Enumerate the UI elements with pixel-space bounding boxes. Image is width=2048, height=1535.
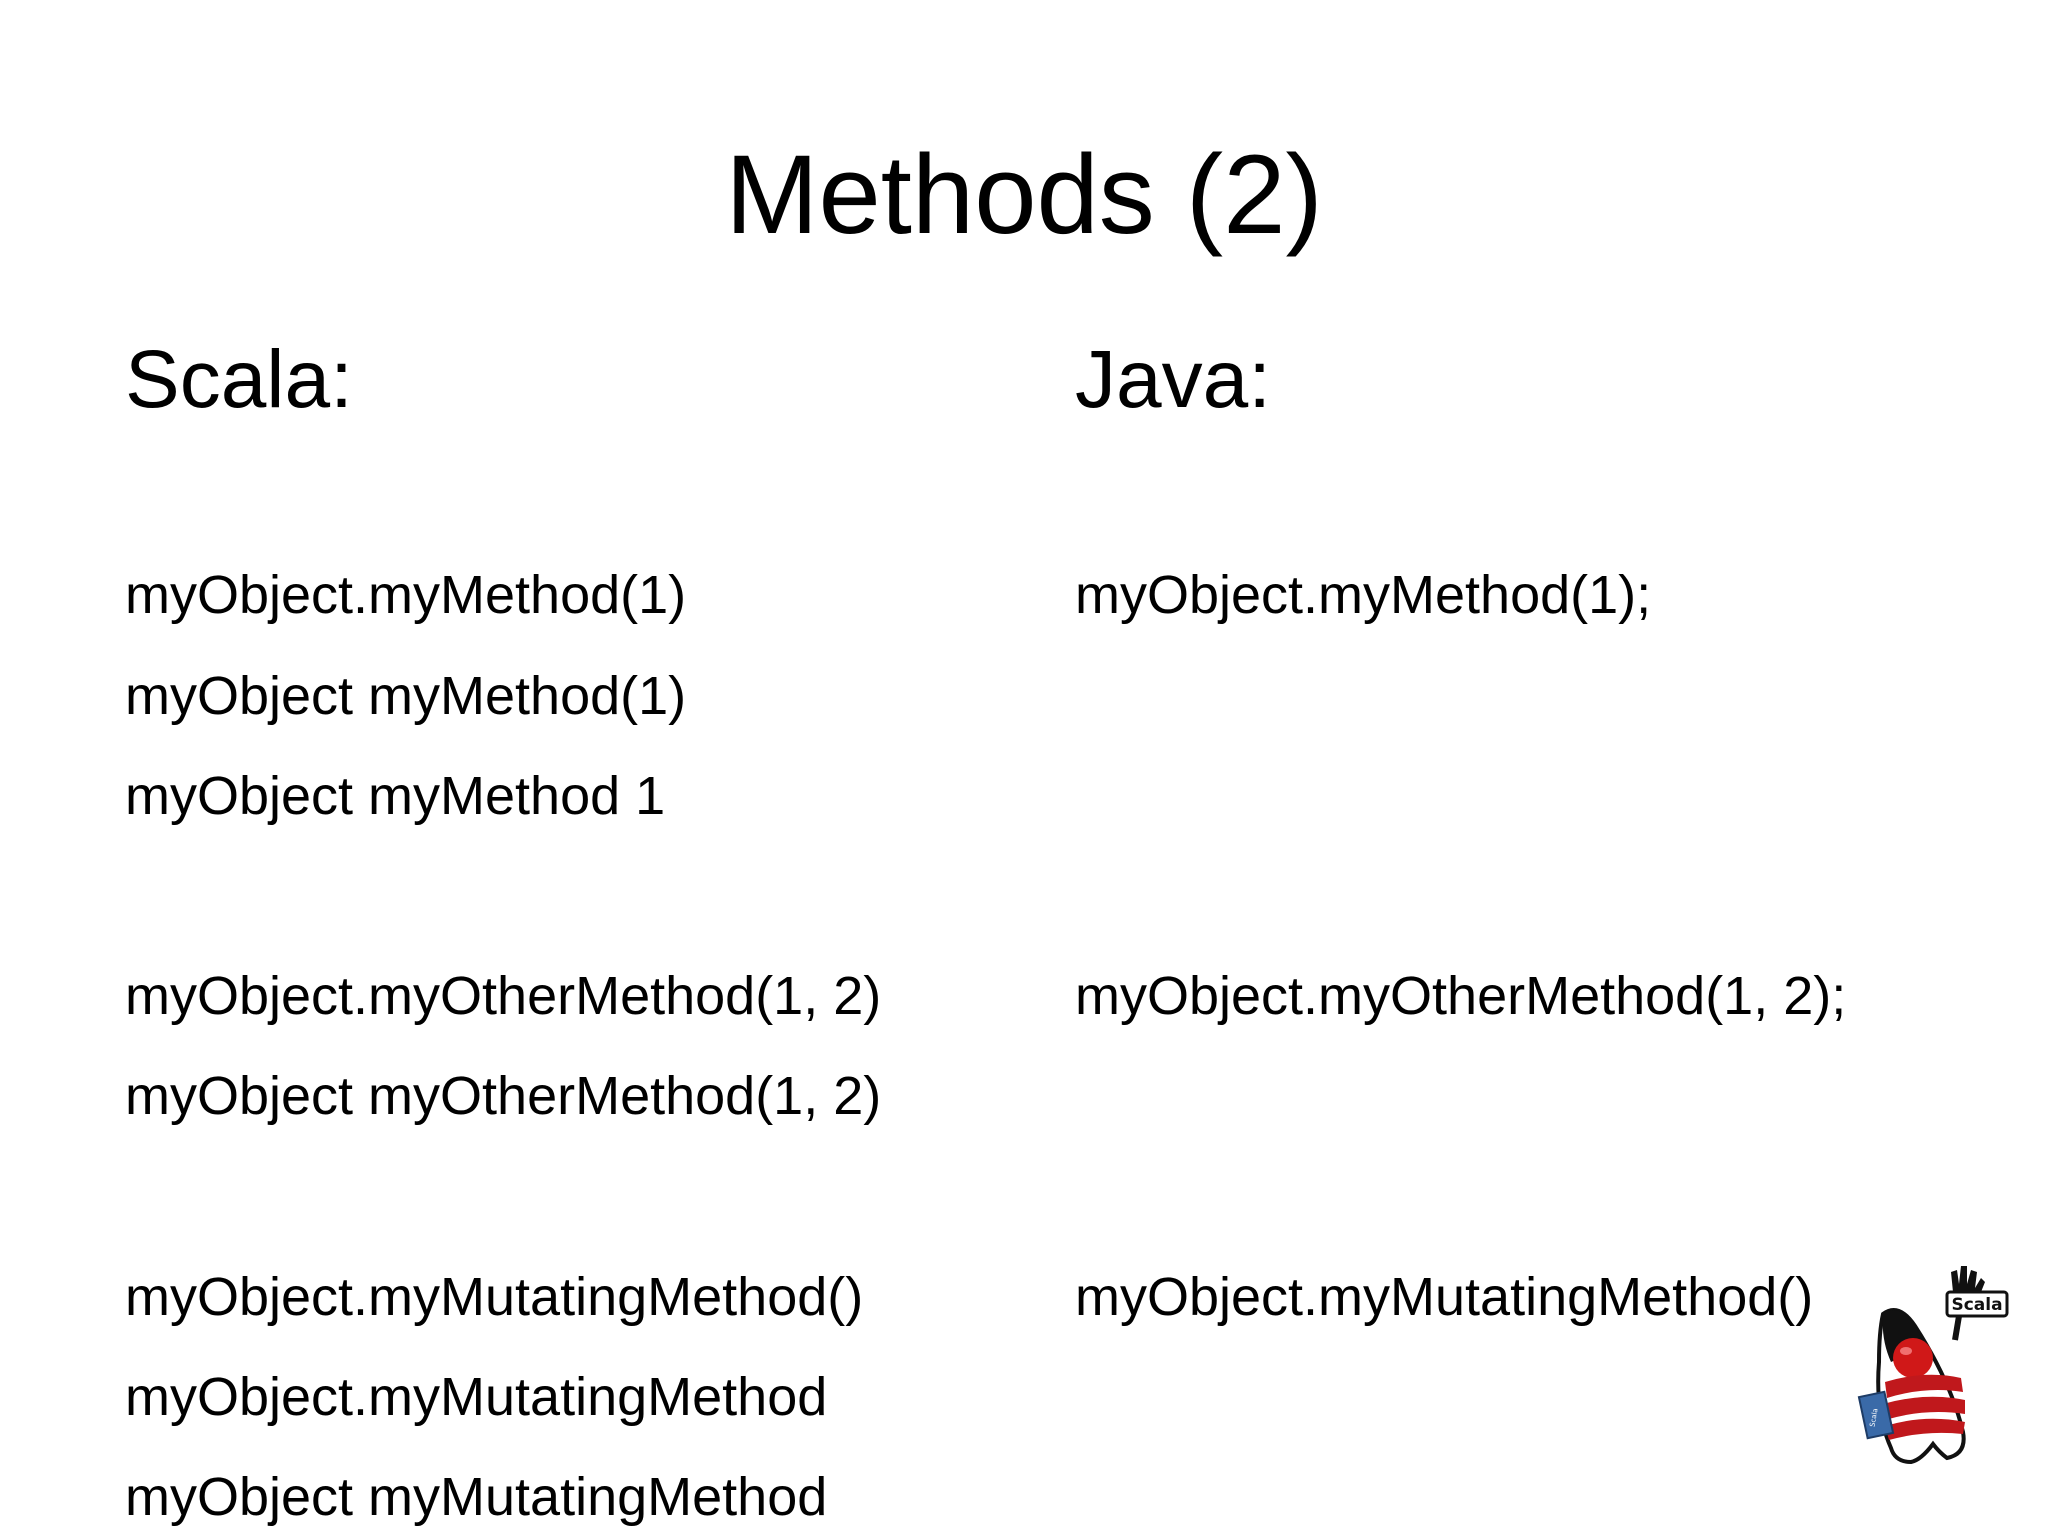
java-code-line: myObject.myMethod(1); [1075, 565, 1652, 625]
java-code-line: myObject.myMutatingMethod() [1075, 1267, 1814, 1327]
scala-code-line: myObject.myMethod(1) [125, 565, 687, 625]
scala-heading: Scala: [125, 334, 353, 425]
scala-code-line: myObject myMethod(1) [125, 666, 687, 726]
java-code-line: myObject.myOtherMethod(1, 2); [1075, 966, 1847, 1026]
java-heading: Java: [1075, 334, 1271, 425]
mascot-sign-label: Scala [1951, 1295, 2002, 1315]
duke-scala-mascot-icon: Scala Scala [1857, 1266, 2009, 1465]
scala-code-line: myObject.myOtherMethod(1, 2) [125, 966, 882, 1026]
scala-code-line: myObject.myMutatingMethod() [125, 1267, 864, 1327]
scala-code-line: myObject.myMutatingMethod [125, 1367, 828, 1427]
scala-code-line: myObject myOtherMethod(1, 2) [125, 1066, 882, 1126]
scala-code-line: myObject myMutatingMethod [125, 1467, 828, 1527]
scala-code-line: myObject myMethod 1 [125, 766, 666, 826]
slide-title: Methods (2) [725, 132, 1323, 257]
mascot-book-label: Scala [1868, 1408, 1879, 1428]
